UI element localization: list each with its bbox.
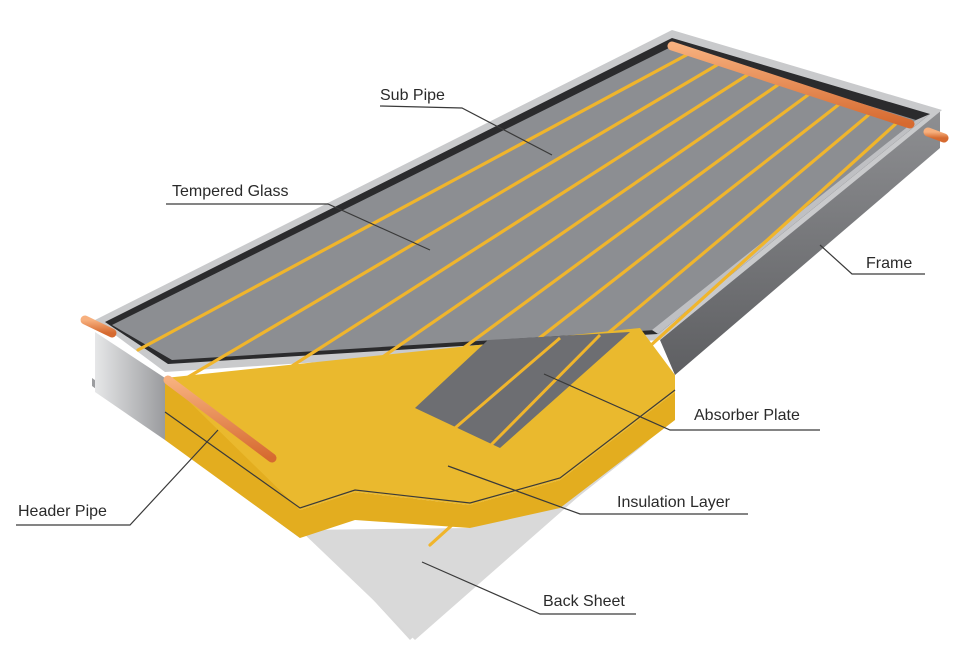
back-sheet-bottom [300,420,660,640]
label-tempered-glass: Tempered Glass [172,183,289,200]
insulation-front-face [165,378,300,538]
frame-right-side [660,110,940,375]
leader-frame [819,244,925,275]
leader-sub-pipe [379,105,553,156]
absorber-pipe-1 [454,336,561,430]
header-pipe-right [667,41,949,143]
frame-left-side [95,332,165,440]
sub-pipe-1 [136,50,694,352]
sub-pipe-2 [176,60,724,385]
insulation-side-face [300,392,675,538]
leader-header-pipe [16,429,219,526]
label-header-pipe: Header Pipe [18,503,107,520]
insulation-edge-line [164,389,676,509]
absorber-pipe-2 [488,333,602,448]
tempered-glass-surface [112,46,916,360]
leader-insulation-layer [447,465,748,515]
header-pipe-left [80,315,277,463]
frame-inner-lip [652,114,930,334]
absorber-sub-pipes [454,333,602,448]
leader-tempered-glass [166,203,431,251]
label-insulation-layer: Insulation Layer [617,494,731,511]
sub-pipe-3 [218,70,754,414]
leader-back-sheet [421,561,636,615]
label-back-sheet: Back Sheet [543,593,625,610]
leader-absorber-plate [543,373,820,431]
label-absorber-plate: Absorber Plate [694,407,800,424]
label-sub-pipe: Sub Pipe [380,87,445,104]
label-frame: Frame [866,255,912,272]
